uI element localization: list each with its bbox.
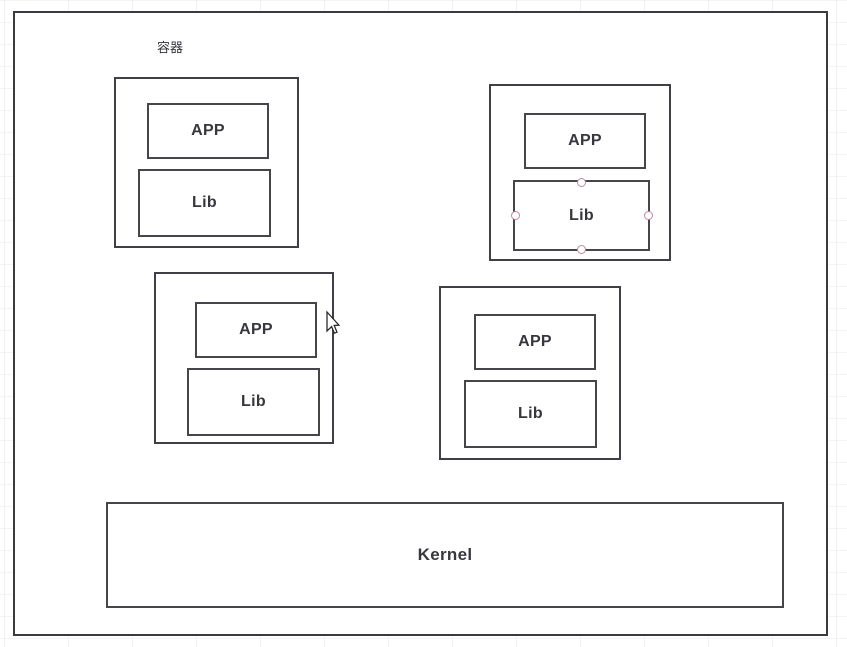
container-bottom-right-lib-box[interactable]: Lib — [464, 380, 597, 448]
container-bottom-left-app-label: APP — [239, 321, 273, 338]
container-top-left-app-box[interactable]: APP — [147, 103, 269, 159]
selection-handle-top[interactable] — [577, 177, 586, 187]
container-bottom-right-app-box[interactable]: APP — [474, 314, 596, 370]
container-bottom-right-app-label: APP — [518, 333, 552, 350]
container-top-right-app-box[interactable]: APP — [524, 113, 646, 169]
canvas-title-label: 容器 — [157, 40, 184, 55]
container-top-left-app-label: APP — [191, 122, 225, 139]
diagram-frame: 容器 APP Lib APP Lib — [13, 11, 828, 636]
container-top-right-lib-box[interactable]: Lib — [510, 177, 653, 254]
container-top-left-lib-label: Lib — [192, 194, 217, 211]
kernel-box[interactable]: Kernel — [106, 502, 784, 608]
container-bottom-left-app-box[interactable]: APP — [195, 302, 317, 358]
container-bottom-right[interactable]: APP Lib — [439, 286, 621, 460]
container-bottom-right-lib-label: Lib — [518, 405, 543, 422]
container-top-right-app-label: APP — [568, 132, 602, 149]
kernel-label: Kernel — [417, 545, 473, 564]
container-bottom-left[interactable]: APP Lib — [154, 272, 334, 444]
container-top-left-lib-box[interactable]: Lib — [138, 169, 271, 237]
selection-handle-bottom[interactable] — [577, 244, 586, 254]
container-top-right-lib-label: Lib — [569, 206, 594, 224]
container-top-left[interactable]: APP Lib — [114, 77, 299, 248]
container-bottom-left-lib-label: Lib — [241, 393, 266, 410]
container-bottom-left-lib-box[interactable]: Lib — [187, 368, 320, 436]
selection-handle-right[interactable] — [643, 211, 653, 220]
selection-handle-left[interactable] — [510, 211, 520, 220]
container-top-right[interactable]: APP Lib — [489, 84, 671, 261]
